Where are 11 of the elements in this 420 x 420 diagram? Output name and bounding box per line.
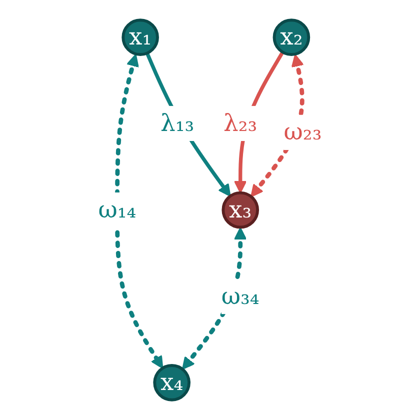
arrow [145,52,231,197]
edge-label: ω₂₃ [284,118,322,146]
edge-label: λ₁₃ [160,108,194,137]
edge-label: ω₃₄ [221,282,260,310]
node-circle: x₂ [272,18,310,56]
node-circle: x₃ [222,191,260,229]
edge-label: λ₂₃ [224,108,258,137]
arrow [115,54,164,369]
node-circle: x₄ [153,364,190,402]
node-circle: x₁ [122,18,159,56]
edge-label: ω₁₄ [98,195,136,224]
